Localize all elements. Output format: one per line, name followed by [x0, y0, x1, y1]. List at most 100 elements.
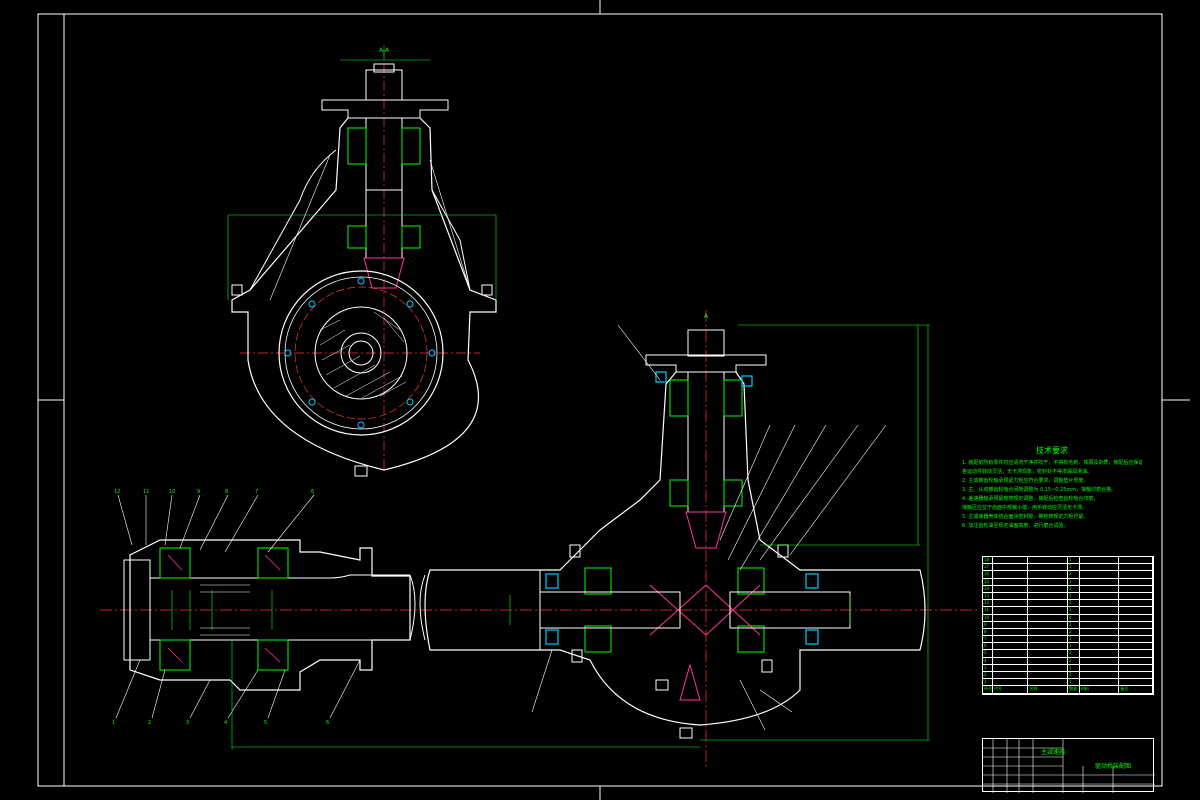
- bom-row: 12 1: [983, 600, 1154, 608]
- bom-cell: [1028, 600, 1069, 607]
- bom-header-cell: 序号: [984, 686, 993, 693]
- bom-cell: 1: [1068, 643, 1080, 650]
- bom-cell: 11: [983, 607, 993, 614]
- bom-cell: 7: [983, 636, 993, 643]
- tech-title: 技术要求: [1036, 446, 1068, 455]
- bom-cell: [993, 657, 1029, 664]
- bom-cell: 13: [983, 592, 993, 600]
- bom-cell: [1080, 600, 1120, 607]
- bom-cell: [1080, 679, 1120, 686]
- bom-cell: [1028, 679, 1069, 686]
- part-label: 3: [186, 720, 189, 726]
- bom-cell: 8: [983, 628, 993, 636]
- bom-cell: [1028, 592, 1069, 600]
- tech-line: 6. 加注齿轮油至规定油面高度，进行磨合试验。: [962, 523, 1069, 529]
- bom-header-cell: 材料: [1080, 686, 1120, 693]
- bom-cell: [993, 628, 1029, 636]
- bom-row: 18 1: [983, 557, 1154, 565]
- title-block: 主减速器 驱动桥装配图: [982, 738, 1155, 793]
- bom-cell: [1119, 592, 1154, 600]
- bom-cell: 16: [983, 571, 993, 578]
- bom-cell: [1080, 578, 1120, 585]
- bom-cell: [1119, 636, 1154, 643]
- section-label-right: A: [704, 313, 709, 320]
- bom-cell: [1119, 643, 1154, 650]
- bom-cell: [1028, 614, 1069, 621]
- bom-cell: 18: [983, 557, 993, 564]
- part-label: 4: [224, 720, 227, 726]
- bom-cell: [1080, 585, 1120, 592]
- bom-cell: [1080, 657, 1120, 664]
- bom-cell: [1028, 557, 1069, 564]
- bom-cell: [1080, 643, 1120, 650]
- bom-cell: [993, 664, 1029, 671]
- bom-cell: 9: [983, 621, 993, 628]
- bom-cell: [1119, 578, 1154, 585]
- bom-cell: 4: [1068, 614, 1080, 621]
- bom-cell: 12: [983, 600, 993, 607]
- bom-cell: 1: [1068, 578, 1080, 585]
- bom-cell: [1028, 585, 1069, 592]
- bom-cell: 1: [983, 679, 993, 686]
- part-label: 9: [197, 489, 200, 495]
- bom-cell: [1119, 607, 1154, 614]
- bom-cell: 1: [1068, 600, 1080, 607]
- bom-cell: [993, 643, 1029, 650]
- bom-cell: [993, 607, 1029, 614]
- bom-header-cell: 代号: [993, 686, 1029, 693]
- bom-cell: [1028, 643, 1069, 650]
- bom-cell: [1028, 650, 1069, 657]
- bom-cell: 1: [1068, 672, 1080, 679]
- bom-cell: [1080, 564, 1120, 571]
- bom-cell: [993, 679, 1029, 686]
- bom-cell: [1080, 628, 1120, 636]
- bom-cell: 1: [1068, 664, 1080, 671]
- bom-header: 序号代号名称数量材料备注: [983, 686, 1154, 694]
- bom-cell: [1119, 672, 1154, 679]
- bom-cell: [993, 636, 1029, 643]
- tech-line: 接触区应位于齿面中部偏小端，用手转动应灵活无卡滞。: [962, 505, 1088, 511]
- bom-cell: 1: [1068, 607, 1080, 614]
- bom-cell: 1: [1068, 557, 1080, 564]
- bom-cell: 1: [1068, 650, 1080, 657]
- bom-cell: [993, 600, 1029, 607]
- technical-requirements: 技术要求 1. 装配前所有零件均应清洗干净并吹干，不得有毛刺、铁屑及杂质，装配后…: [962, 446, 1142, 531]
- part-label: 5: [264, 720, 267, 726]
- bom-cell: 6: [983, 643, 993, 650]
- bom-cell: [1028, 578, 1069, 585]
- tech-line: 5. 主减速器壳体结合面涂密封胶，螺栓按规定力矩拧紧。: [962, 514, 1089, 520]
- bom-cell: [1080, 650, 1120, 657]
- bom-cell: 14: [983, 585, 993, 592]
- drawing-frame: [37, 0, 1190, 800]
- part-label: 7: [255, 489, 258, 495]
- bom-cell: 15: [983, 578, 993, 585]
- title-block-grid: [983, 739, 1155, 793]
- part-label: 2: [148, 720, 151, 726]
- part-label: 6: [326, 720, 329, 726]
- bom-cell: [1028, 607, 1069, 614]
- bom-cell: [1080, 592, 1120, 600]
- bom-cell: [1080, 607, 1120, 614]
- bom-cell: [993, 578, 1029, 585]
- bom-cell: [1028, 564, 1069, 571]
- bom-cell: [1028, 636, 1069, 643]
- bom-cell: [1119, 664, 1154, 671]
- bom-cell: [1119, 557, 1154, 564]
- bom-cell: [1119, 628, 1154, 636]
- bom-cell: 1: [1068, 621, 1080, 628]
- part-label: 10: [169, 489, 175, 495]
- bom-cell: 1: [1068, 636, 1080, 643]
- section-label-top: A-A: [379, 47, 390, 54]
- bom-cell: [1119, 564, 1154, 571]
- tech-line: 3. 主、从动锥齿轮啮合间隙调整为 0.15~0.25mm，接触印痕合格。: [962, 487, 1117, 493]
- part-labels-left-bottom: 1 2 3 4 5 6: [112, 720, 329, 726]
- bom-cell: 10: [983, 614, 993, 621]
- bom-cell: [1028, 657, 1069, 664]
